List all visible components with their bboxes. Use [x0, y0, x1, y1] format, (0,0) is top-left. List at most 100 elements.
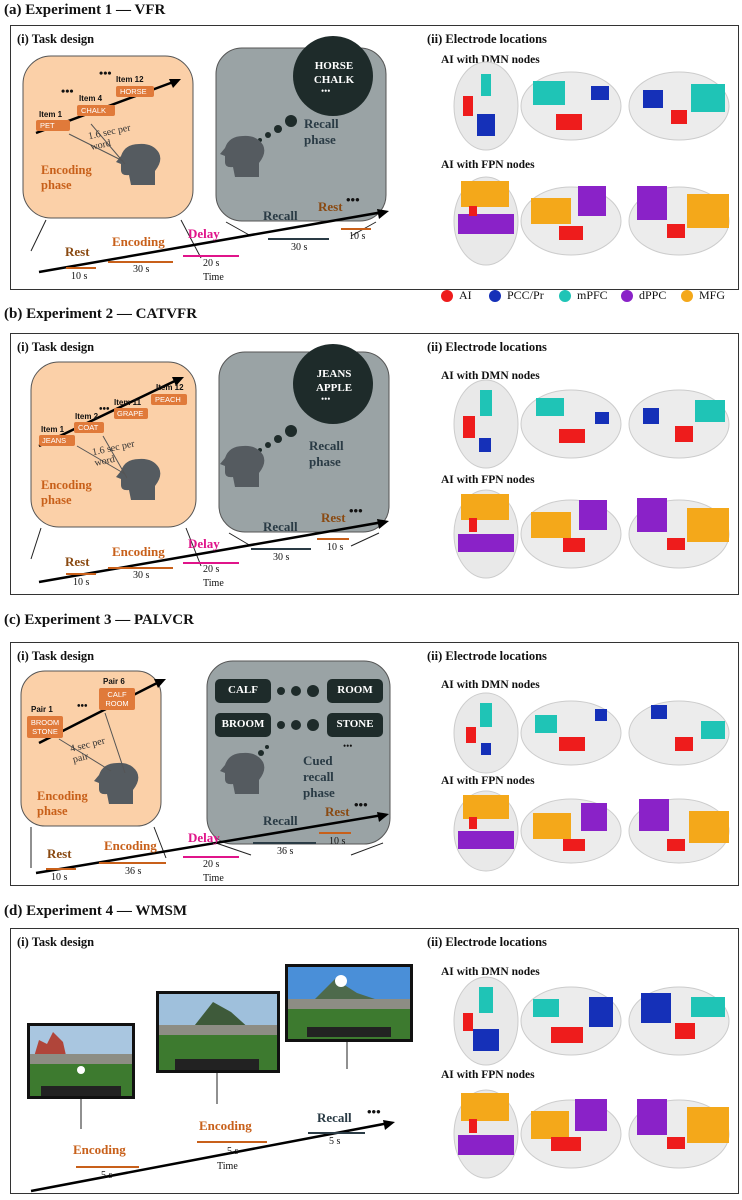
- bubble-ellipsis: •••: [321, 394, 331, 404]
- duration-4: 30 s: [273, 552, 290, 563]
- legend-label-pcc: PCC/Pr: [507, 288, 544, 302]
- recall-phase-label: Recall phase: [309, 438, 344, 469]
- brain-axial-fpn: [453, 176, 519, 266]
- ellipsis-top: •••: [77, 701, 88, 712]
- cue-word-left-2: BROOM: [221, 718, 265, 730]
- encoding-label-1: Encoding: [73, 1142, 126, 1157]
- ai-dmn-label: AI with DMN nodes: [441, 370, 540, 382]
- legend-label-ai: AI: [459, 288, 472, 302]
- bubble-word-1: JEANS: [316, 368, 352, 380]
- electrode-locations-label: (ii) Electrode locations: [427, 32, 547, 46]
- exp1-title: (a) Experiment 1 — VFR: [4, 2, 166, 18]
- brain-lateral-left-fpn: [520, 1099, 622, 1169]
- duration-4: 36 s: [277, 846, 294, 857]
- delay-label: Delay: [188, 830, 220, 845]
- task-design-label: (i) Task design: [17, 340, 95, 354]
- cue-word-left-1: CALF: [228, 684, 258, 696]
- brain-lateral-left-fpn: [520, 186, 622, 256]
- duration-5: 10 s: [329, 836, 346, 847]
- electrode-locations-label: (ii) Electrode locations: [427, 935, 547, 949]
- duration-3: 5 s: [329, 1136, 341, 1147]
- word-3: HORSE: [120, 87, 147, 96]
- recall-label: Recall: [317, 1110, 352, 1125]
- pair-words-2: CALF ROOM: [105, 690, 129, 708]
- ai-dmn-label: AI with DMN nodes: [441, 679, 540, 691]
- electrode-locations-label: (ii) Electrode locations: [427, 340, 547, 354]
- item-label-3: Item 11: [114, 398, 142, 407]
- brain-lateral-right-dmn: [628, 71, 730, 141]
- task-design-label: (i) Task design: [17, 32, 95, 46]
- duration-2: 30 s: [133, 570, 150, 581]
- duration-2: 36 s: [125, 866, 142, 877]
- legend-swatch-ai: [441, 289, 453, 302]
- ellipsis-top: •••: [61, 84, 74, 98]
- word-2: CHALK: [81, 106, 107, 115]
- ellipsis-top-2: •••: [99, 66, 112, 80]
- bubble-word-2: CHALK: [313, 74, 355, 86]
- rest-label-2: Rest: [318, 199, 343, 214]
- brain-lateral-left-dmn: [520, 71, 622, 141]
- brain-lateral-right-dmn: [628, 700, 730, 766]
- recall-label: Recall: [263, 519, 298, 534]
- task-design-diagram: [27, 964, 413, 1193]
- time-label: Time: [203, 873, 224, 884]
- brain-lateral-right-fpn: [628, 798, 730, 864]
- recall-phase-label: Recall phase: [304, 116, 339, 147]
- brain-renderings: [453, 379, 730, 579]
- pair-words-1: BROOM STONE: [30, 718, 60, 736]
- encoding-phase-label: Encoding phase: [37, 789, 88, 818]
- brain-renderings: [453, 61, 730, 266]
- duration-1: 10 s: [71, 271, 88, 282]
- legend-item-ai: AI: [441, 288, 472, 303]
- brain-axial-fpn: [453, 1089, 519, 1179]
- duration-4: 30 s: [291, 242, 308, 253]
- exp2-title: (b) Experiment 2 — CATVFR: [4, 306, 198, 322]
- recall-label: Recall: [263, 813, 298, 828]
- legend-swatch-pcc: [489, 289, 501, 302]
- duration-3: 20 s: [203, 258, 220, 269]
- brain-lateral-left-fpn: [520, 798, 622, 864]
- brain-lateral-right-fpn: [628, 186, 730, 256]
- duration-1: 10 s: [51, 872, 68, 883]
- exp3-title: (c) Experiment 3 — PALVCR: [4, 612, 194, 628]
- task-design-diagram: [30, 344, 390, 584]
- brain-lateral-left-fpn: [520, 499, 622, 569]
- time-label: Time: [203, 272, 224, 283]
- panel-experiment-3: (i) Task design (ii) Electrode locations…: [10, 642, 739, 886]
- item-label-2: Item 2: [75, 412, 99, 421]
- duration-2: 5 s: [227, 1146, 239, 1157]
- word-1: JEANS: [42, 436, 67, 445]
- item-label-3: Item 12: [116, 75, 144, 84]
- recall-phase-label: Cued recall phase: [303, 753, 335, 800]
- cue-word-right-2: STONE: [336, 718, 374, 730]
- recall-label: Recall: [263, 208, 298, 223]
- brain-lateral-left-dmn: [520, 700, 622, 766]
- ai-dmn-label: AI with DMN nodes: [441, 54, 540, 66]
- legend-item-mpfc: mPFC: [559, 288, 608, 303]
- game-screenshot-1: [27, 1023, 135, 1099]
- duration-1: 10 s: [73, 577, 90, 588]
- rest-label-2: Rest: [325, 804, 350, 819]
- brain-lateral-right-dmn: [628, 389, 730, 459]
- task-design-diagram: [20, 660, 391, 875]
- timeline-ellipsis: •••: [367, 1104, 381, 1119]
- word-3: GRAPE: [117, 409, 144, 418]
- rest-label-1: Rest: [65, 244, 90, 259]
- encoding-label: Encoding: [112, 544, 165, 559]
- ai-fpn-label: AI with FPN nodes: [441, 159, 535, 171]
- bubble-ellipsis: •••: [321, 86, 331, 96]
- legend: AI PCC/Pr mPFC dPPC MFG: [441, 288, 741, 306]
- word-1: PET: [40, 121, 55, 130]
- rest-label-1: Rest: [47, 846, 72, 861]
- pair-label-2: Pair 6: [103, 677, 125, 686]
- encoding-phase-label: Encoding phase: [41, 163, 92, 192]
- ai-fpn-label: AI with FPN nodes: [441, 1069, 535, 1081]
- brain-axial-dmn: [453, 379, 519, 469]
- duration-1: 5 s: [101, 1170, 113, 1181]
- rest-label-1: Rest: [65, 554, 90, 569]
- brain-lateral-right-fpn: [628, 498, 730, 569]
- panel-experiment-1: (i) Task design (ii) Electrode locations…: [10, 25, 739, 302]
- legend-item-mfg: MFG: [681, 288, 725, 303]
- ellipsis-top: •••: [99, 404, 110, 415]
- game-screenshot-2: [156, 991, 280, 1073]
